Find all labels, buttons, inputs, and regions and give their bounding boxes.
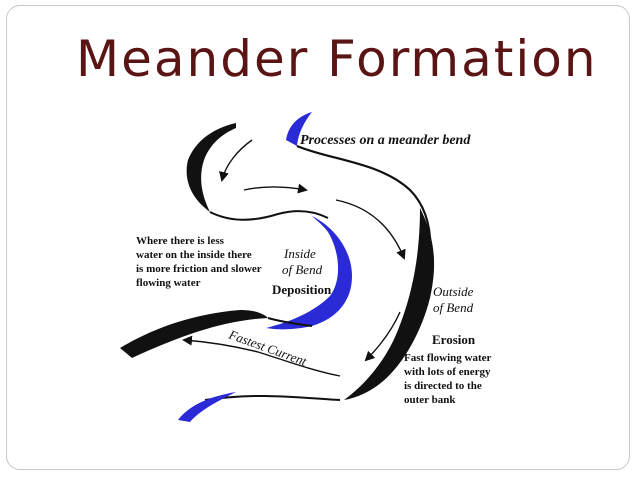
erosion-note-line-3: is directed to the [404, 380, 482, 392]
inside-label-line-1: Inside [283, 246, 316, 261]
erosion-note-line-2: with lots of energy [404, 366, 491, 378]
upper-right-bank-blue [286, 112, 312, 146]
upper-left-bank-line [209, 210, 329, 221]
outer-bank-line [296, 144, 432, 259]
bottom-bank-blue [178, 392, 236, 422]
slide-title: Meander Formation [76, 30, 598, 88]
lower-left-bank-line [267, 317, 313, 327]
erosion-note-line-1: Fast flowing water [404, 352, 491, 364]
fastest-current-arrow [182, 335, 341, 377]
left-note-line-4: flowing water [136, 277, 201, 289]
outside-label-line-2: of Bend [433, 300, 474, 315]
erosion-note-line-4: outer bank [404, 394, 456, 406]
flow-arrow-1 [219, 139, 253, 182]
left-note-line-2: water on the inside there [136, 249, 252, 261]
left-note-line-1: Where there is less [136, 235, 225, 247]
erosion-label: Erosion [432, 332, 476, 347]
inside-label-line-2: of Bend [282, 262, 323, 277]
diagram-heading: Processes on a meander bend [300, 133, 471, 148]
deposition-label: Deposition [272, 282, 332, 297]
outer-bank-thick [344, 208, 435, 400]
upper-left-bank [186, 123, 236, 212]
flow-arrow-2 [243, 183, 308, 194]
flow-arrow-4 [364, 311, 401, 362]
inner-bank-blue [266, 216, 352, 330]
flow-arrow-3 [335, 199, 406, 260]
slide-frame [6, 5, 630, 470]
left-note-line-3: is more friction and slower [136, 263, 262, 275]
lower-left-bank [120, 310, 268, 358]
outside-label-line-1: Outside [433, 284, 474, 299]
